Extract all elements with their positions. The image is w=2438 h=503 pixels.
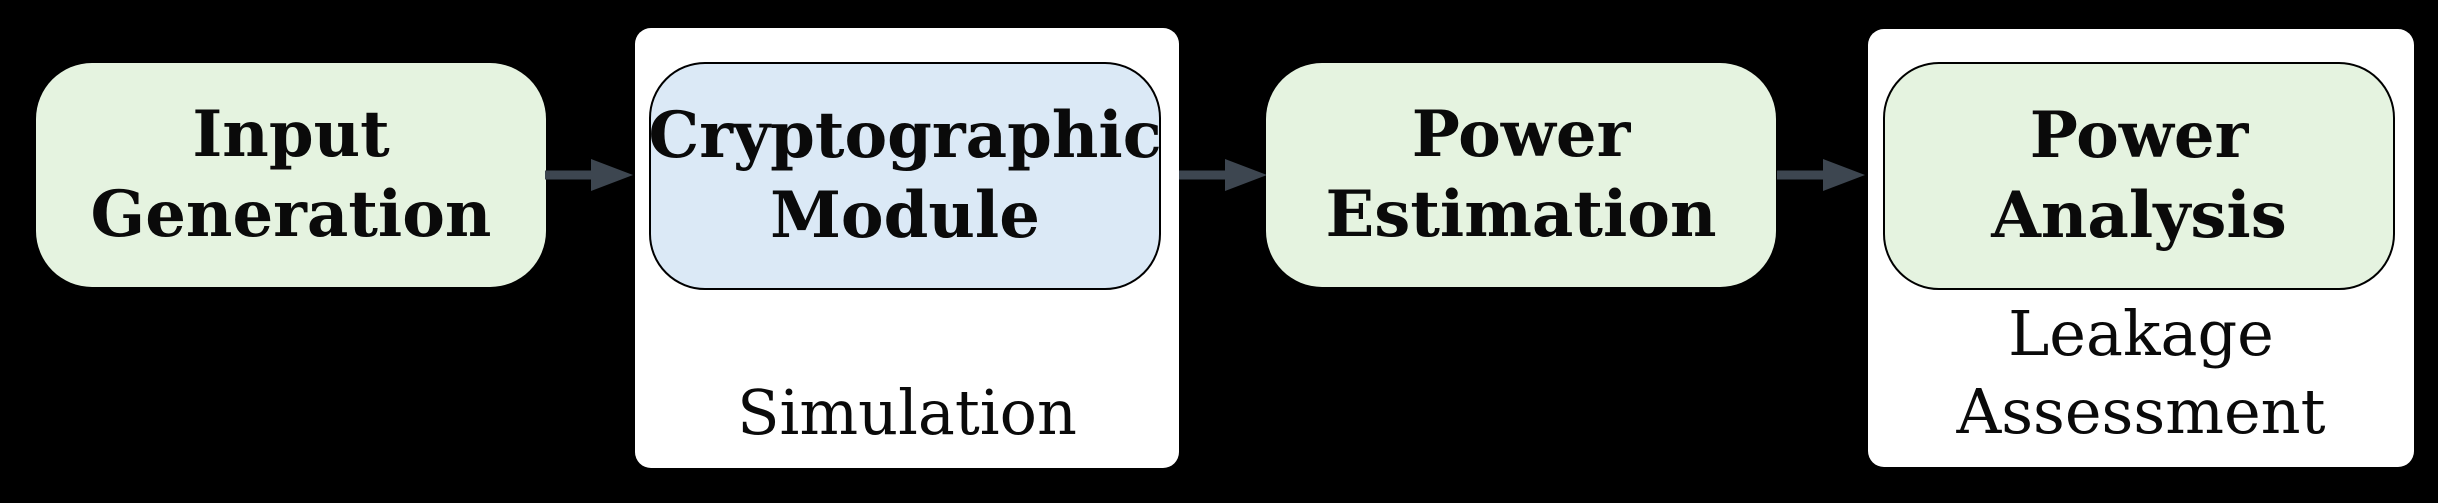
node-power-estimation-label: Power Estimation [1326, 95, 1717, 255]
caption-line: Assessment [1956, 375, 2326, 448]
caption-line: Leakage [2008, 297, 2274, 370]
arrow-shape [1777, 159, 1865, 191]
arrow-shape [1179, 159, 1267, 191]
label-line: Power [1411, 97, 1631, 172]
label-line: Generation [90, 177, 492, 252]
node-power-analysis: Power Analysis [1883, 62, 2395, 290]
container-simulation-caption: Simulation [635, 374, 1179, 452]
container-leakage-assessment: Power Analysis Leakage Assessment [1868, 29, 2414, 467]
node-input-generation-label: Input Generation [91, 95, 492, 255]
node-power-estimation: Power Estimation [1266, 63, 1776, 287]
label-line: Power Analysis [1991, 98, 2287, 253]
node-power-analysis-label: Power Analysis [1885, 96, 2393, 256]
label-line: Cryptographic [648, 98, 1162, 173]
node-cryptographic-module-label: Cryptographic Module [648, 96, 1161, 256]
flow-arrow-3 [1777, 159, 1865, 191]
container-simulation: Cryptographic Module Simulation [635, 28, 1179, 468]
flow-arrow-1 [545, 159, 633, 191]
label-line: Input [192, 97, 390, 172]
container-leakage-assessment-caption: Leakage Assessment [1868, 295, 2414, 451]
caption-line: Simulation [737, 376, 1077, 449]
node-input-generation: Input Generation [36, 63, 546, 287]
node-cryptographic-module: Cryptographic Module [648, 62, 1162, 290]
label-line: Module [770, 178, 1040, 253]
arrow-shape [545, 159, 633, 191]
label-line: Estimation [1325, 177, 1717, 252]
flow-arrow-2 [1179, 159, 1267, 191]
